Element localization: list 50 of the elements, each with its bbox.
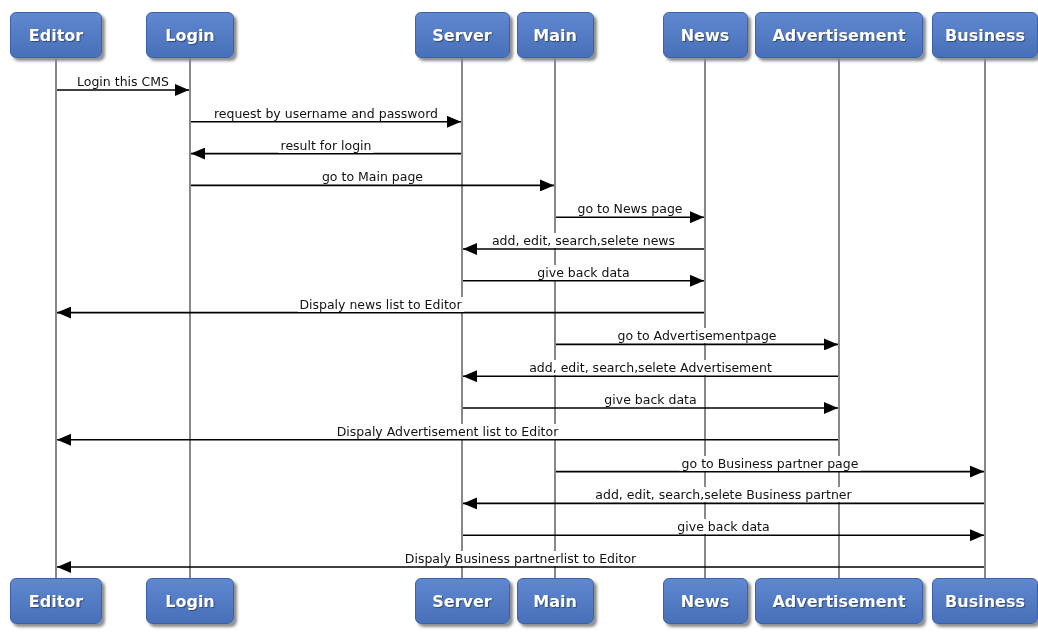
lifeline [984,58,986,578]
message-arrow [462,370,839,383]
participant-box: Editor [10,12,102,58]
message-arrow [56,306,705,319]
message-arrow [190,115,462,128]
message-arrow [462,243,705,255]
lifeline [838,58,840,578]
participant-box: Main [516,12,594,58]
participant-box: Business [932,12,1038,58]
participant-box: News [662,12,748,58]
participant-box: Editor [10,578,102,624]
lifeline [461,58,463,578]
message-arrow [555,338,839,351]
participant-box: Login [146,12,234,58]
participant-box: Business [932,578,1038,624]
edge-label: Dispaly Advertisement list to Editor [334,423,561,439]
message-arrow [555,465,985,478]
message-arrow [56,433,839,446]
edge-label: result for login [278,137,374,153]
participant-box: Login [146,578,234,624]
message-arrow [555,211,705,224]
edge-label: go to Main page [319,169,426,185]
lifeline [55,58,57,578]
participant-box: Main [516,578,594,624]
message-arrow [462,402,839,414]
edge-label: add, edit, search,selete Advertisement [527,360,774,376]
edge-label: give back data [535,264,632,280]
edge-label: add, edit, search,selete news [489,233,678,248]
message-arrow [190,147,462,160]
edge-label: Dispaly Business partnerlist to Editor [402,551,639,566]
message-arrow [56,84,190,96]
edge-label: go to Business partner page [679,455,861,471]
edge-label: Dispaly news list to Editor [297,296,464,312]
participant-box: Server [414,578,510,624]
edge-label: Login this CMS [75,74,171,89]
participant-box: News [662,578,748,624]
edge-label: give back data [675,519,772,535]
message-arrow [56,561,985,573]
edge-label: give back data [602,392,699,407]
message-arrow [462,274,705,287]
participant-box: Advertisement [755,578,923,624]
message-arrow [462,529,985,542]
edge-label: go to News page [575,201,685,217]
edge-label: go to Advertisementpage [615,328,779,344]
message-arrow [190,179,555,192]
edge-label: add, edit, search,selete Business partner [593,487,854,503]
message-arrow [462,497,985,510]
lifeline [189,58,191,578]
participant-box: Server [414,12,510,58]
participant-box: Advertisement [755,12,923,58]
